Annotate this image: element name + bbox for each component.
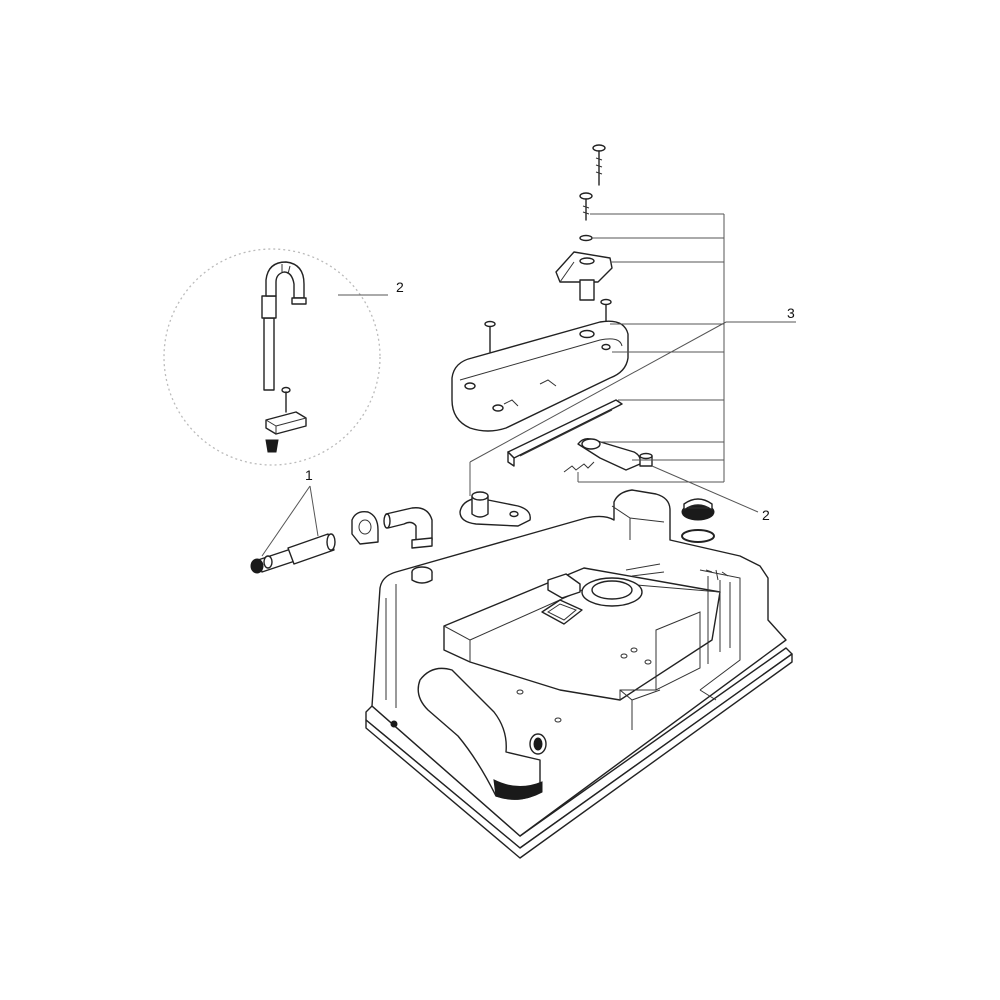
filler-cap <box>681 498 715 521</box>
lever-base <box>459 491 531 527</box>
detail-inset <box>163 248 381 466</box>
lever-bracket <box>555 251 613 301</box>
top-screw-long <box>592 144 606 186</box>
elbow-fitting <box>383 507 433 549</box>
detail-nut <box>265 439 279 453</box>
vent-pipe <box>261 261 307 391</box>
cover-plate <box>451 320 629 432</box>
hose-fittings <box>250 533 336 574</box>
top-screw-short <box>579 192 593 221</box>
detail-circle <box>163 248 381 466</box>
filler-seal <box>681 529 715 543</box>
small-cap <box>639 452 653 467</box>
detail-screw <box>281 386 291 413</box>
callout-detail: 2 <box>396 279 404 295</box>
plate-screw-left <box>484 320 496 353</box>
main-tank <box>365 489 793 859</box>
lever-arm <box>563 437 642 473</box>
pipe-clamp <box>351 510 379 545</box>
leader-bracket <box>577 213 725 483</box>
callout-hose-kit: 1 <box>305 467 313 483</box>
o-ring <box>579 234 593 242</box>
callout-lever-assembly: 3 <box>787 305 795 321</box>
callout-cap: 2 <box>762 507 770 523</box>
slide-rail <box>507 399 623 467</box>
